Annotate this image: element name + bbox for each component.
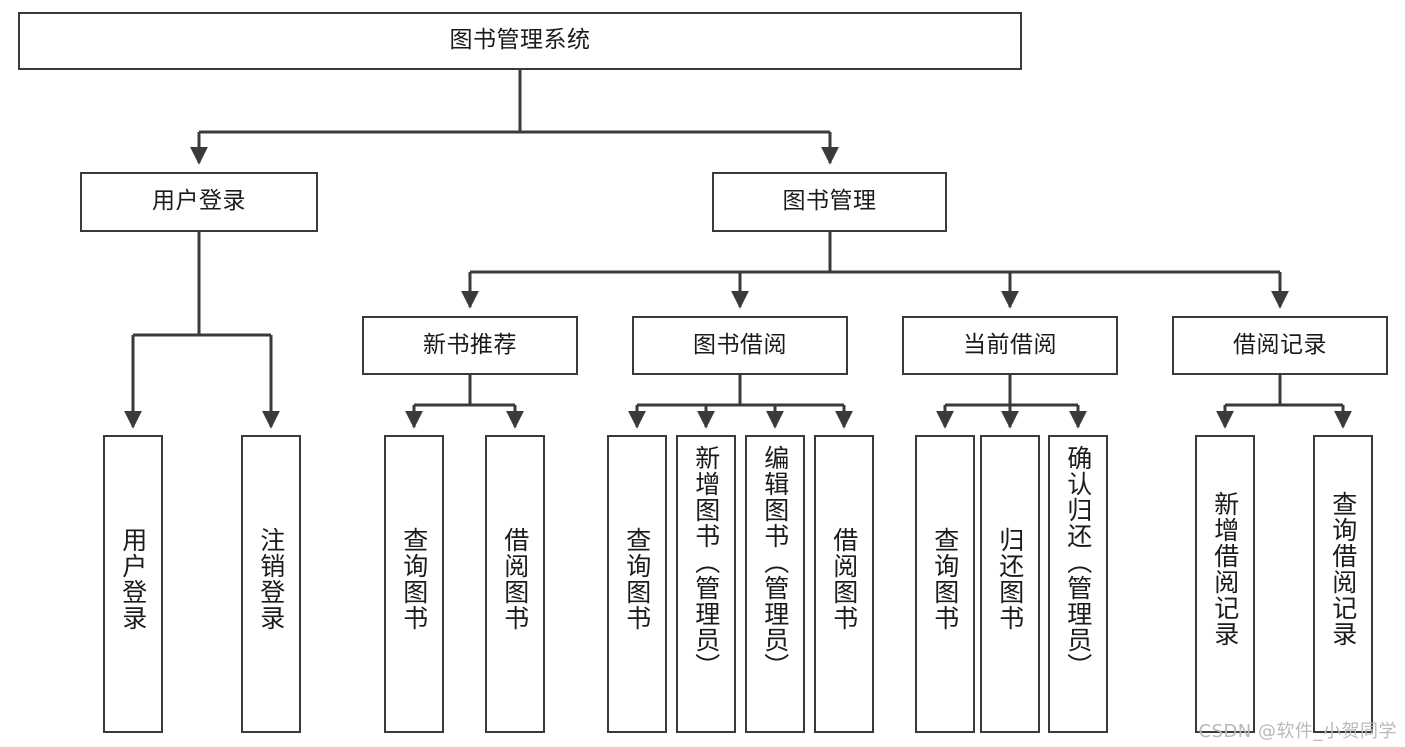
node-user-login-label: 用户登录 [152,188,246,215]
watermark: CSDN @软件_小贺同学 [1198,721,1397,742]
node-user-login[interactable]: 用户登录 [80,172,318,232]
leaf-user-login-label: 用户登录 [118,527,148,631]
leaf-return-book-label: 归还图书 [995,527,1025,631]
leaf-add-borrow-record[interactable]: 新增借阅记录 [1195,435,1255,733]
leaf-edit-book-admin-label: 编辑图书（管理员） [760,445,790,679]
node-book-borrow-label: 图书借阅 [693,331,787,358]
node-borrow-record-label: 借阅记录 [1233,331,1327,358]
leaf-query-book-current[interactable]: 查询图书 [915,435,975,733]
node-new-book-recommend-label: 新书推荐 [423,331,517,358]
node-book-borrow[interactable]: 图书借阅 [632,316,848,375]
leaf-query-borrow-record[interactable]: 查询借阅记录 [1313,435,1373,733]
node-root-label: 图书管理系统 [449,27,591,54]
leaf-query-book-recommend[interactable]: 查询图书 [384,435,444,733]
leaf-borrow-book-recommend[interactable]: 借阅图书 [485,435,545,733]
leaf-add-book-admin[interactable]: 新增图书（管理员） [676,435,736,733]
leaf-query-book-recommend-label: 查询图书 [399,527,429,631]
leaf-user-login[interactable]: 用户登录 [103,435,163,733]
leaf-return-book[interactable]: 归还图书 [980,435,1040,733]
leaf-add-borrow-record-label: 新增借阅记录 [1210,491,1240,647]
leaf-query-borrow-record-label: 查询借阅记录 [1328,491,1358,647]
node-book-management-label: 图书管理 [782,188,877,215]
leaf-query-book-borrow-label: 查询图书 [622,527,652,631]
leaf-edit-book-admin[interactable]: 编辑图书（管理员） [745,435,805,733]
node-root[interactable]: 图书管理系统 [18,12,1022,70]
leaf-query-book-borrow[interactable]: 查询图书 [607,435,667,733]
node-borrow-record[interactable]: 借阅记录 [1172,316,1388,375]
leaf-query-book-current-label: 查询图书 [930,527,960,631]
leaf-logout[interactable]: 注销登录 [241,435,301,733]
leaf-borrow-book-recommend-label: 借阅图书 [500,527,530,631]
node-current-borrow-label: 当前借阅 [963,331,1057,358]
node-book-management[interactable]: 图书管理 [712,172,947,232]
leaf-logout-label: 注销登录 [256,527,286,631]
leaf-confirm-return-admin-label: 确认归还（管理员） [1063,445,1093,679]
leaf-confirm-return-admin[interactable]: 确认归还（管理员） [1048,435,1108,733]
node-new-book-recommend[interactable]: 新书推荐 [362,316,578,375]
node-current-borrow[interactable]: 当前借阅 [902,316,1118,375]
leaf-borrow-book-label: 借阅图书 [829,527,859,631]
leaf-add-book-admin-label: 新增图书（管理员） [691,445,721,679]
leaf-borrow-book[interactable]: 借阅图书 [814,435,874,733]
